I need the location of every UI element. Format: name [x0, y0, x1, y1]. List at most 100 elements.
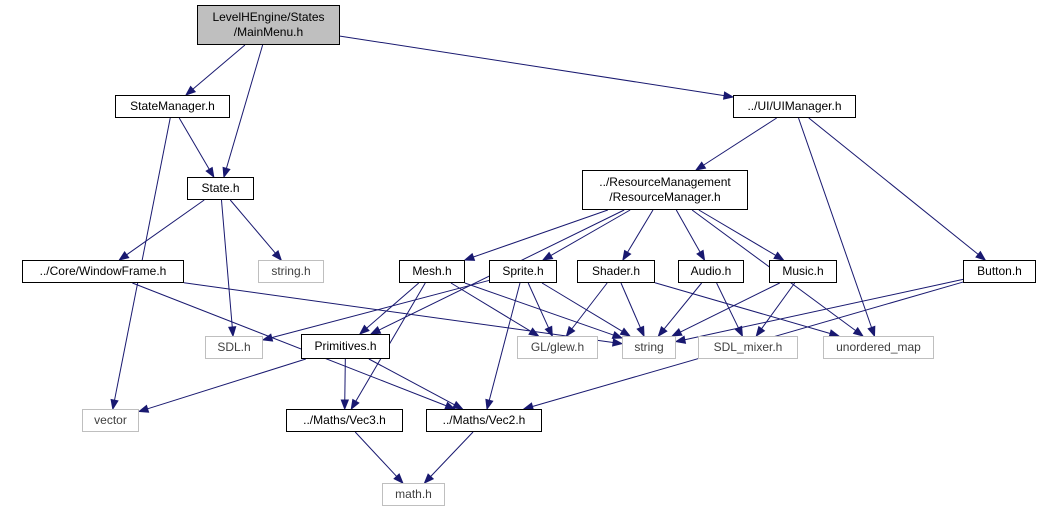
- edge-sprite-to-glew: [527, 282, 550, 329]
- arrowhead-vector: [110, 398, 119, 411]
- arrowhead-music: [773, 251, 785, 261]
- arrowhead-button: [975, 250, 987, 261]
- arrowhead-vec2: [452, 400, 464, 410]
- arrowhead-state: [222, 166, 231, 179]
- edge-mainmenu-to-state: [225, 44, 264, 169]
- node-mainmenu: LevelHEngine/States /MainMenu.h: [197, 5, 340, 45]
- edge-statemanager-to-state: [178, 117, 210, 170]
- edge-state-to-sdl: [220, 199, 233, 328]
- arrowhead-glew: [565, 325, 576, 338]
- node-glew: GL/glew.h: [517, 336, 598, 359]
- arrowhead-glew: [544, 325, 553, 338]
- arrowhead-statemanager: [184, 85, 197, 96]
- arrowhead-audio: [696, 249, 706, 262]
- arrowhead-string: [674, 335, 687, 344]
- edge-windowframe-to-string: [183, 282, 614, 343]
- edge-music-to-sdl_mixer: [761, 282, 796, 330]
- node-vec3[interactable]: ../Maths/Vec3.h: [286, 409, 403, 432]
- node-string-h: string.h: [258, 260, 324, 283]
- edge-sprite-to-string: [541, 282, 623, 332]
- arrowhead-string: [671, 328, 683, 337]
- arrowhead-string: [619, 327, 632, 337]
- edge-vec2-to-math: [430, 431, 474, 477]
- arrowhead-shader: [622, 249, 632, 262]
- node-uimanager[interactable]: ../UI/UIManager.h: [733, 95, 856, 118]
- edge-mesh-to-vec3: [355, 282, 426, 402]
- edge-primitives-to-vec2: [368, 358, 455, 406]
- node-sdl-mixer: SDL_mixer.h: [698, 336, 798, 359]
- node-windowframe[interactable]: ../Core/WindowFrame.h: [22, 260, 184, 283]
- arrowhead-math: [393, 473, 404, 485]
- arrowhead-string: [611, 330, 624, 339]
- edge-resourcemanager-to-sprite: [550, 209, 631, 256]
- node-state[interactable]: State.h: [187, 177, 254, 200]
- arrowhead-sdl: [228, 326, 237, 338]
- edge-music-to-string: [680, 282, 780, 333]
- node-sdl: SDL.h: [205, 336, 263, 359]
- edge-button-to-string: [684, 278, 964, 341]
- arrowhead-state: [205, 166, 215, 179]
- node-resourcemanager[interactable]: ../ResourceManagement /ResourceManager.h: [582, 170, 748, 210]
- node-music[interactable]: Music.h: [769, 260, 837, 283]
- arrowhead-glew: [528, 327, 540, 337]
- edge-mesh-to-glew: [450, 282, 532, 332]
- arrowhead-math: [423, 473, 435, 484]
- arrowhead-primitives: [358, 324, 370, 335]
- node-string: string: [622, 336, 676, 359]
- arrowhead-sprite: [541, 251, 554, 261]
- edge-mainmenu-to-uimanager: [339, 35, 725, 97]
- node-audio[interactable]: Audio.h: [678, 260, 744, 283]
- edge-resourcemanager-to-mesh: [473, 209, 608, 258]
- arrowhead-vec3: [350, 398, 360, 411]
- edge-sprite-to-vec2: [488, 282, 521, 401]
- node-math: math.h: [382, 483, 445, 506]
- edge-shader-to-glew: [571, 282, 608, 330]
- edge-resourcemanager-to-shader: [627, 209, 654, 253]
- arrowhead-windowframe: [118, 251, 130, 261]
- edge-resourcemanager-to-audio: [675, 209, 701, 253]
- arrowhead-string: [612, 338, 624, 347]
- arrowhead-mesh: [463, 252, 476, 261]
- edge-statemanager-to-vector: [114, 117, 171, 401]
- edge-primitives-to-vec3: [344, 358, 346, 401]
- edge-uimanager-to-unordered_map: [798, 117, 873, 328]
- node-statemanager[interactable]: StateManager.h: [115, 95, 230, 118]
- edge-sprite-to-sdl: [271, 279, 490, 339]
- node-sprite[interactable]: Sprite.h: [489, 260, 557, 283]
- node-unordered-map: unordered_map: [823, 336, 934, 359]
- edge-uimanager-to-button: [808, 117, 979, 255]
- edge-shader-to-string: [620, 282, 641, 328]
- arrowhead-string: [636, 325, 645, 338]
- arrowhead-vector: [137, 404, 150, 413]
- node-vec2[interactable]: ../Maths/Vec2.h: [426, 409, 542, 432]
- edge-windowframe-to-vec2: [132, 282, 447, 407]
- edge-resourcemanager-to-music: [698, 209, 777, 256]
- edge-primitives-to-vector: [147, 358, 306, 410]
- edge-audio-to-string: [663, 282, 703, 330]
- arrowhead-sdl_mixer: [755, 325, 766, 338]
- arrowhead-sdl: [261, 333, 274, 342]
- arrowhead-unordered_map: [852, 326, 865, 337]
- arrowhead-vec3: [340, 399, 350, 411]
- arrowhead-uimanager: [723, 91, 735, 100]
- edge-state-to-string_h: [229, 199, 276, 254]
- arrowhead-string: [657, 325, 668, 338]
- edge-mainmenu-to-statemanager: [192, 44, 246, 90]
- arrowhead-unordered_map: [867, 325, 876, 338]
- edge-mesh-to-string: [464, 282, 614, 336]
- arrowhead-vec2: [485, 398, 494, 411]
- edge-uimanager-to-resourcemanager: [703, 117, 777, 166]
- node-primitives[interactable]: Primitives.h: [301, 334, 390, 359]
- edge-state-to-windowframe: [126, 199, 205, 256]
- arrowhead-string_h: [271, 250, 283, 262]
- node-button[interactable]: Button.h: [963, 260, 1036, 283]
- arrowhead-primitives: [369, 326, 382, 335]
- arrowhead-resourcemanager: [694, 161, 707, 171]
- node-mesh[interactable]: Mesh.h: [399, 260, 465, 283]
- node-vector: vector: [82, 409, 139, 432]
- edge-vec3-to-math: [354, 431, 398, 477]
- node-shader[interactable]: Shader.h: [577, 260, 655, 283]
- edge-audio-to-sdl_mixer: [716, 282, 739, 329]
